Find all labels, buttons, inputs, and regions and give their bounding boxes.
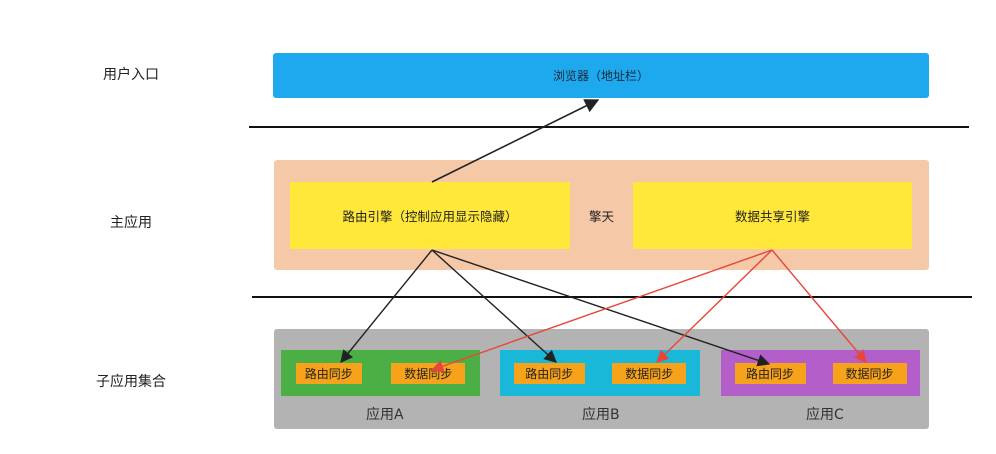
browser-label: 浏览器（地址栏） xyxy=(552,69,649,83)
arrow-data-to-app-b xyxy=(656,249,773,363)
arrow-router-to-app-c xyxy=(431,249,771,367)
data-engine-box: 数据共享引擎 xyxy=(633,182,912,249)
center-label: 擎天 xyxy=(589,209,615,224)
app-b-label: 应用B xyxy=(582,407,620,423)
app-a-label: 应用A xyxy=(366,407,404,423)
app-c-data-sync: 数据同步 xyxy=(832,362,907,384)
label-user-entry: 用户入口 xyxy=(103,67,159,83)
arrow-router-to-browser xyxy=(431,99,600,183)
browser-box: 浏览器（地址栏） xyxy=(273,53,929,98)
data-engine-label: 数据共享引擎 xyxy=(734,209,810,224)
app-c-box: 路由同步 数据同步 xyxy=(721,350,920,396)
app-c-route-sync: 路由同步 xyxy=(734,362,806,384)
label-sub-apps: 子应用集合 xyxy=(96,374,166,390)
arrow-data-to-app-c xyxy=(771,249,867,363)
router-engine-label: 路由引擎（控制应用显示隐藏） xyxy=(342,209,518,224)
divider-bottom xyxy=(252,296,972,298)
arrow-data-to-app-a xyxy=(430,249,773,373)
app-b-data-sync: 数据同步 xyxy=(612,362,687,384)
app-a-box: 路由同步 数据同步 xyxy=(281,350,480,396)
app-a-route-sync: 路由同步 xyxy=(295,362,362,384)
router-engine-box: 路由引擎（控制应用显示隐藏） xyxy=(290,182,570,249)
app-b-route-sync: 路由同步 xyxy=(513,362,585,384)
app-c-label: 应用C xyxy=(806,407,844,423)
label-main-app: 主应用 xyxy=(110,215,152,231)
divider-top xyxy=(249,126,969,128)
arrow-router-to-app-b xyxy=(431,249,557,363)
arrow-router-to-app-a xyxy=(340,249,433,363)
